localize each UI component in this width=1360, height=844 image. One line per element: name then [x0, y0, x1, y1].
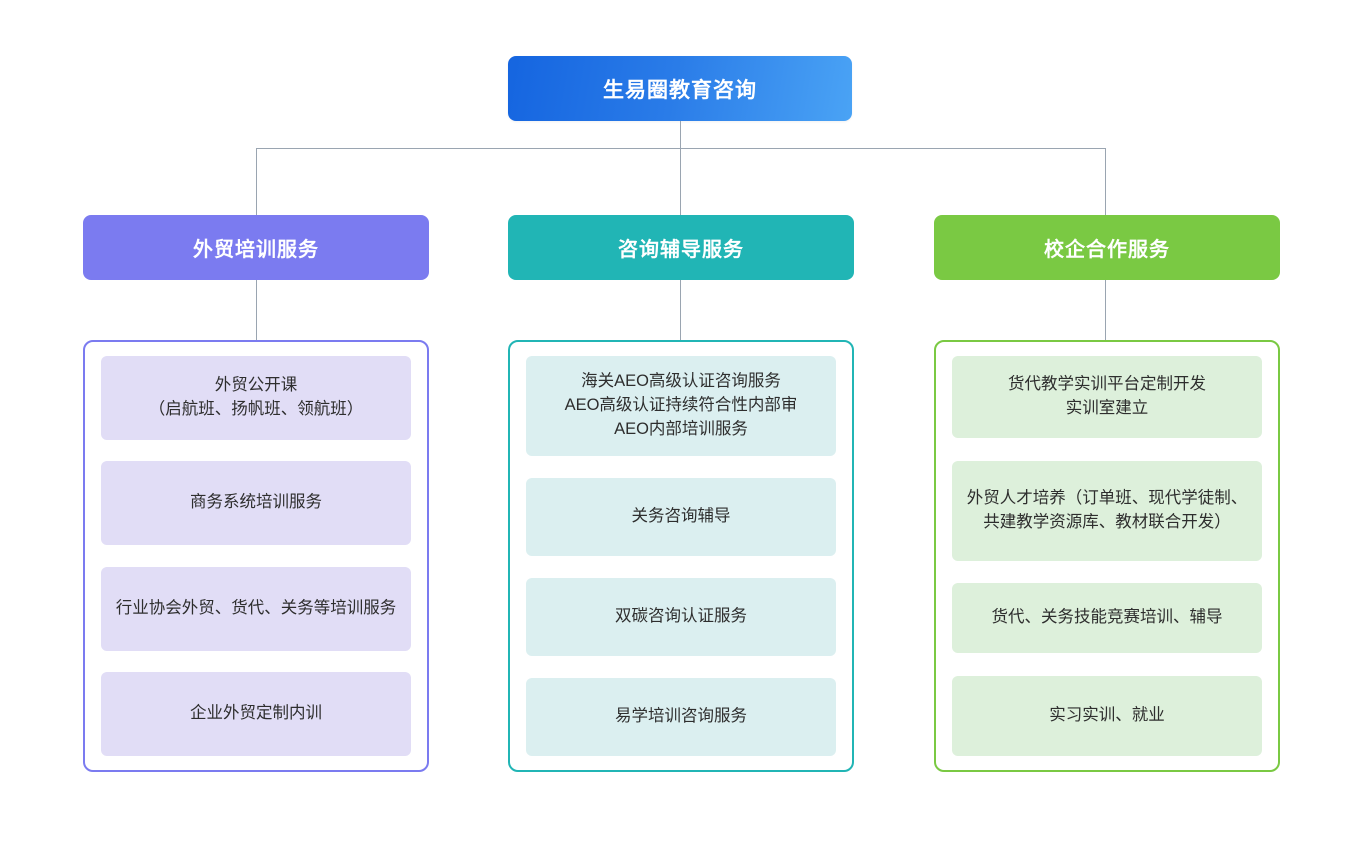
category-header-1[interactable]: 咨询辅导服务: [508, 215, 854, 280]
category-body-1: 海关AEO高级认证咨询服务 AEO高级认证持续符合性内部审 AEO内部培训服务 …: [508, 340, 854, 772]
connector-down-col-2: [1105, 148, 1106, 215]
connector-down-col-1: [680, 148, 681, 215]
category-column-2: 校企合作服务 货代教学实训平台定制开发 实训室建立 外贸人才培养（订单班、现代学…: [934, 215, 1280, 772]
service-item[interactable]: 外贸人才培养（订单班、现代学徒制、共建教学资源库、教材联合开发）: [952, 460, 1262, 561]
service-item[interactable]: 实习实训、就业: [952, 675, 1262, 756]
category-body-0: 外贸公开课 （启航班、扬帆班、领航班） 商务系统培训服务 行业协会外贸、货代、关…: [83, 340, 429, 772]
category-header-label-2: 校企合作服务: [1044, 239, 1170, 261]
category-header-label-0: 外贸培训服务: [193, 239, 319, 261]
service-item[interactable]: 行业协会外贸、货代、关务等培训服务: [101, 566, 411, 651]
category-column-1: 咨询辅导服务 海关AEO高级认证咨询服务 AEO高级认证持续符合性内部审 AEO…: [508, 215, 854, 772]
category-column-0: 外贸培训服务 外贸公开课 （启航班、扬帆班、领航班） 商务系统培训服务 行业协会…: [83, 215, 429, 772]
category-body-2: 货代教学实训平台定制开发 实训室建立 外贸人才培养（订单班、现代学徒制、共建教学…: [934, 340, 1280, 772]
service-item[interactable]: 企业外贸定制内训: [101, 671, 411, 756]
category-header-0[interactable]: 外贸培训服务: [83, 215, 429, 280]
service-item[interactable]: 外贸公开课 （启航班、扬帆班、领航班）: [101, 356, 411, 440]
category-header-label-1: 咨询辅导服务: [618, 239, 744, 261]
service-item[interactable]: 商务系统培训服务: [101, 461, 411, 546]
category-header-2[interactable]: 校企合作服务: [934, 215, 1280, 280]
connector-down-col-0: [256, 148, 257, 215]
connector-header-body-col-1: [680, 280, 681, 340]
service-item[interactable]: 关务咨询辅导: [526, 478, 836, 556]
connector-header-body-col-0: [256, 280, 257, 340]
service-item[interactable]: 货代、关务技能竞赛培训、辅导: [952, 583, 1262, 654]
service-item[interactable]: 双碳咨询认证服务: [526, 578, 836, 656]
root-node[interactable]: 生易圈教育咨询: [508, 56, 852, 121]
connector-root-down: [680, 121, 681, 148]
service-item[interactable]: 海关AEO高级认证咨询服务 AEO高级认证持续符合性内部审 AEO内部培训服务: [526, 356, 836, 456]
service-item[interactable]: 易学培训咨询服务: [526, 678, 836, 756]
root-node-label: 生易圈教育咨询: [603, 78, 757, 102]
service-item[interactable]: 货代教学实训平台定制开发 实训室建立: [952, 356, 1262, 438]
connector-header-body-col-2: [1105, 280, 1106, 340]
